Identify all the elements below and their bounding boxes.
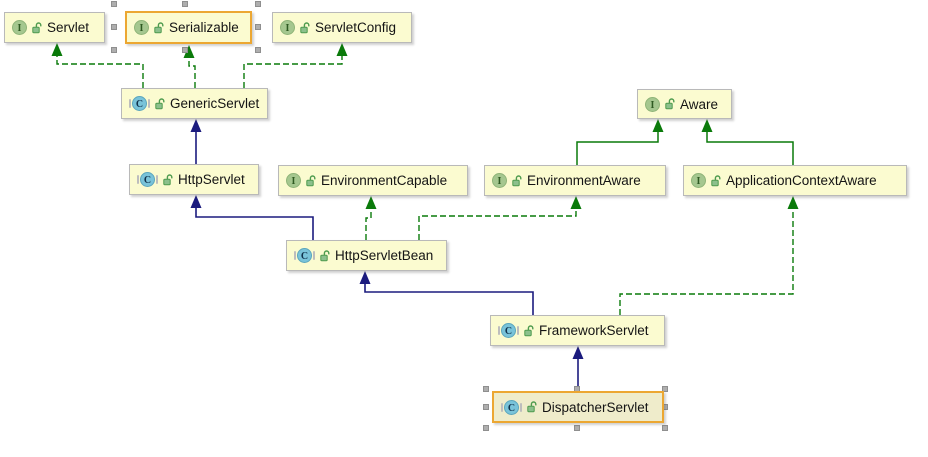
node-label: ApplicationContextAware (726, 173, 877, 188)
node-label: EnvironmentCapable (321, 173, 448, 188)
selection-handle[interactable] (111, 1, 117, 7)
selection-handle[interactable] (255, 47, 261, 53)
node-label: DispatcherServlet (542, 399, 649, 415)
arrowhead (190, 195, 202, 208)
selection-handle[interactable] (483, 386, 489, 392)
node-label: HttpServlet (178, 172, 245, 187)
arrowhead (336, 43, 348, 56)
edge-environmentaware-extends-aware (576, 131, 659, 165)
open-lock-icon (163, 173, 174, 186)
interface-icon: I (134, 20, 149, 35)
class-node-dispatcherservlet[interactable]: C DispatcherServlet (492, 391, 664, 423)
class-icon: C (498, 323, 519, 338)
interface-icon: I (286, 173, 301, 188)
open-lock-icon (512, 174, 523, 187)
edge-frameworkservlet-extends-httpservletbean (364, 284, 534, 315)
open-lock-icon (32, 21, 43, 34)
arrowhead (701, 119, 713, 132)
edge-genericservlet-implements-serializable (188, 57, 196, 88)
open-lock-icon (154, 21, 165, 34)
selection-handle[interactable] (662, 425, 668, 431)
open-lock-icon (524, 324, 535, 337)
open-lock-icon (665, 98, 676, 110)
open-lock-icon (711, 174, 722, 187)
edge-applicationcontextaware-extends-aware (706, 131, 794, 165)
node-label: EnvironmentAware (527, 173, 641, 188)
edge-frameworkservlet-implements-applicationcontextaware (619, 209, 794, 315)
class-node-httpservletbean[interactable]: C HttpServletBean (286, 240, 447, 271)
interface-node-serializable[interactable]: I Serializable (125, 11, 252, 44)
arrowhead (359, 271, 371, 284)
edge-genericservlet-implements-servletconfig (243, 55, 343, 88)
class-node-httpservlet[interactable]: C HttpServlet (129, 164, 259, 195)
interface-icon: I (280, 20, 295, 35)
node-label: Serializable (169, 20, 239, 35)
class-icon: C (129, 96, 150, 111)
interface-node-aware[interactable]: I Aware (637, 89, 732, 119)
arrowhead (652, 119, 664, 132)
class-icon: C (294, 248, 315, 263)
class-node-genericservlet[interactable]: C GenericServlet (121, 88, 268, 119)
arrowhead (365, 196, 377, 209)
edge-httpservletbean-implements-environmentcapable (365, 209, 372, 240)
open-lock-icon (306, 174, 317, 187)
edge-genericservlet-implements-servlet (56, 55, 144, 88)
selection-handle[interactable] (255, 1, 261, 7)
edge-httpservletbean-extends-httpservlet (195, 208, 314, 240)
selection-handle[interactable] (182, 47, 188, 53)
interface-icon: I (492, 173, 507, 188)
selection-handle[interactable] (483, 425, 489, 431)
arrowhead (572, 346, 584, 359)
class-icon: C (137, 172, 158, 187)
selection-handle[interactable] (111, 47, 117, 53)
node-label: Servlet (47, 20, 90, 35)
node-label: ServletConfig (315, 20, 397, 35)
arrowhead (570, 196, 582, 209)
interface-icon: I (645, 96, 660, 112)
arrowhead (51, 43, 63, 56)
node-label: FrameworkServlet (539, 323, 649, 338)
open-lock-icon (155, 97, 166, 110)
class-icon: C (501, 399, 522, 415)
selection-handle[interactable] (255, 24, 261, 30)
class-node-frameworkservlet[interactable]: C FrameworkServlet (490, 315, 665, 346)
interface-node-servletconfig[interactable]: I ServletConfig (272, 12, 412, 43)
open-lock-icon (527, 401, 538, 413)
open-lock-icon (320, 249, 331, 262)
node-label: Aware (680, 96, 719, 112)
interface-node-environmentaware[interactable]: I EnvironmentAware (484, 165, 666, 196)
arrowhead (190, 119, 202, 132)
edge-httpservletbean-implements-environmentaware (418, 209, 577, 240)
node-label: GenericServlet (170, 96, 260, 111)
selection-handle[interactable] (662, 386, 668, 392)
selection-handle[interactable] (182, 1, 188, 7)
interface-icon: I (12, 20, 27, 35)
selection-handle[interactable] (574, 425, 580, 431)
selection-handle[interactable] (111, 24, 117, 30)
selection-handle[interactable] (483, 404, 489, 410)
interface-node-environmentcapable[interactable]: I EnvironmentCapable (278, 165, 468, 196)
arrowhead (787, 196, 799, 209)
interface-icon: I (691, 173, 706, 188)
interface-node-applicationcontextaware[interactable]: I ApplicationContextAware (683, 165, 907, 196)
open-lock-icon (300, 21, 311, 34)
node-label: HttpServletBean (335, 248, 434, 263)
interface-node-servlet[interactable]: I Servlet (4, 12, 105, 43)
